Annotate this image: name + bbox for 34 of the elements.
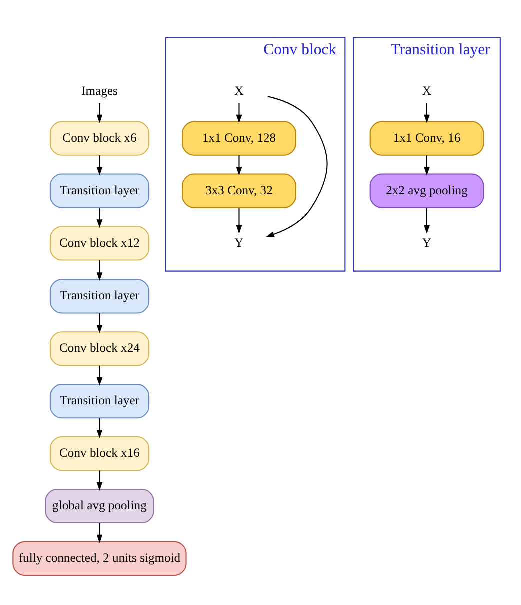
arrow	[96, 260, 102, 282]
node-text: Images	[81, 84, 118, 98]
node-box: Transition layer	[49, 174, 150, 208]
node-box: 1x1 Conv, 128	[182, 121, 296, 156]
arrow	[424, 208, 430, 234]
node-box: Conv block x6	[49, 121, 150, 156]
node-box: 1x1 Conv, 16	[369, 121, 484, 156]
arrow	[236, 103, 242, 124]
arrow	[236, 156, 242, 176]
arrow	[96, 156, 102, 176]
node-text: X	[234, 84, 244, 98]
node-box: Conv block x12	[49, 226, 150, 261]
node-box: Conv block x16	[49, 436, 150, 472]
arrow	[96, 313, 102, 334]
arrow	[96, 470, 102, 491]
arrow	[424, 156, 430, 176]
node-box: global avg pooling	[44, 488, 154, 524]
node-box: Transition layer	[49, 279, 150, 314]
node-text: X	[422, 84, 432, 98]
arrow	[424, 103, 430, 124]
arrow	[96, 208, 102, 228]
node-box: fully connected, 2 units sigmoid	[12, 541, 186, 576]
arrow	[236, 208, 242, 234]
node-box: Transition layer	[49, 384, 150, 419]
arrow	[96, 103, 102, 124]
node-box: Conv block x24	[49, 332, 150, 366]
arrow	[96, 523, 102, 544]
arrow	[96, 366, 102, 386]
arrow	[266, 96, 328, 238]
node-box: 3x3 Conv, 32	[182, 174, 296, 208]
arrow	[96, 418, 102, 438]
node-text: Y	[234, 236, 244, 250]
node-box: 2x2 avg pooling	[369, 174, 484, 208]
node-text: Y	[422, 236, 432, 250]
